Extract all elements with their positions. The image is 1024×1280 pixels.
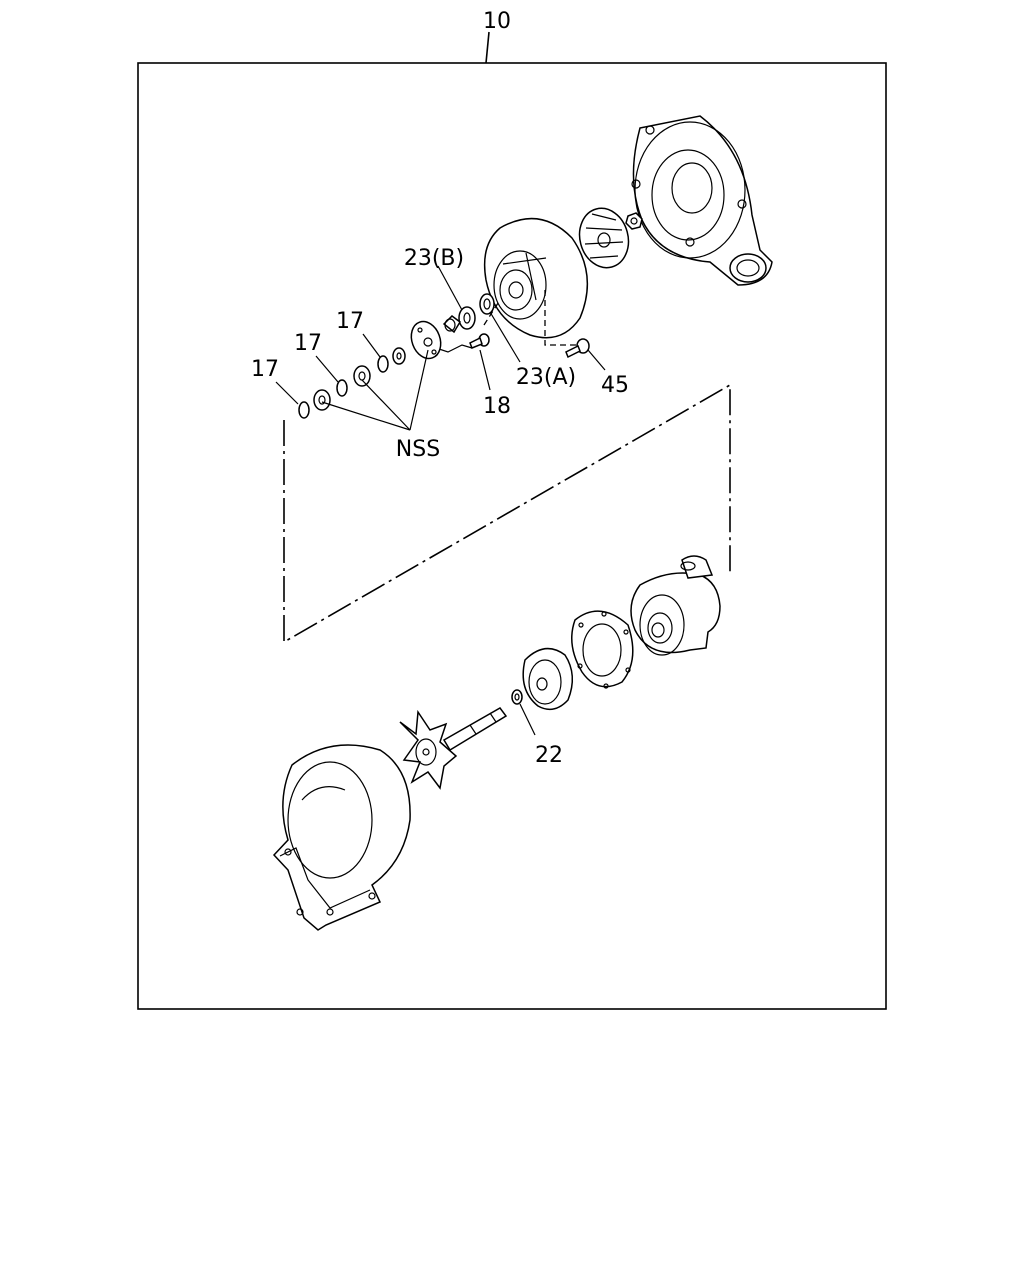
turbine-shaft [442,707,508,752]
leader-23b [437,265,463,311]
thrust-collar [392,347,406,365]
label-18: 18 [483,394,511,419]
leader-nss [321,349,429,431]
snap-ring-17-lower [298,401,310,419]
assembly-leader [485,31,490,64]
label-17-upper: 17 [336,309,364,334]
leader-17-lower [275,381,299,405]
turbine-housing [272,744,411,931]
seal-ring-22 [511,689,523,705]
label-23b: 23(B) [404,246,464,271]
compressor-housing [631,115,773,286]
snap-ring-17-upper [377,355,389,373]
wheel-nut [625,212,643,230]
spacer-sleeve [442,315,461,334]
journal-bearing-right [353,365,371,387]
label-17-lower: 17 [251,357,279,382]
label-17-middle: 17 [294,331,322,356]
label-22: 22 [535,743,563,768]
snap-ring-17-middle [336,379,348,397]
bearing-23b [458,306,476,330]
bolt-45 [565,338,590,359]
leader-45 [587,349,606,371]
compressor-back-plate [483,217,589,339]
label-nss: NSS [396,437,440,462]
label-23a: 23(A) [516,365,576,390]
leader-18 [479,349,491,391]
leader-17-upper [362,333,381,358]
guide-line-upper [483,290,585,346]
gasket [571,610,634,689]
assembly-frame [137,62,887,1010]
compressor-wheel [578,207,630,269]
label-45: 45 [601,373,629,398]
alignment-line [283,383,731,644]
label-assembly-10: 10 [483,9,511,34]
bearing-housing [630,555,721,656]
bearing-23a [479,293,495,315]
leader-23a [489,311,521,363]
turbine-wheel [399,709,458,790]
journal-bearing-left [313,389,331,411]
thrust-plate [410,320,442,360]
leader-17-middle [315,355,339,383]
guide-line-18 [435,344,473,353]
leader-22 [519,703,536,736]
screw-18 [469,333,490,349]
heat-shield [522,647,574,711]
